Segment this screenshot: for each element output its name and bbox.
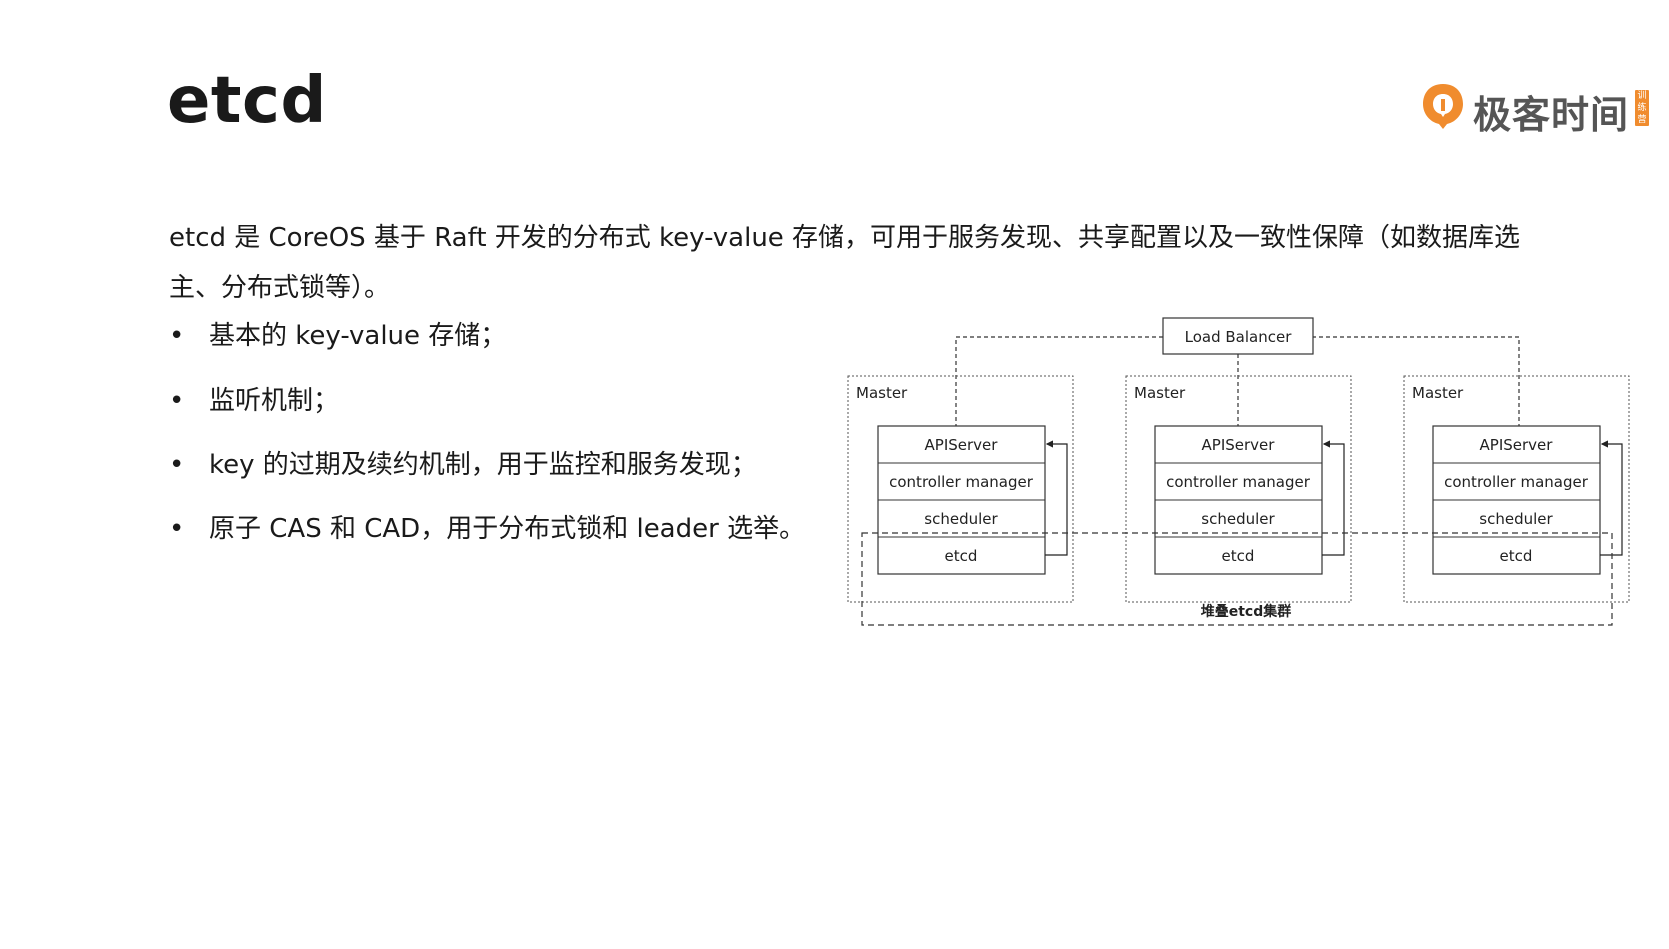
controller-manager-label: controller manager	[1444, 473, 1589, 491]
bullet-text: key 的过期及续约机制，用于监控和服务发现；	[209, 450, 757, 480]
bullet-text: 基本的 key-value 存储；	[209, 321, 507, 351]
master-label: Master	[1134, 384, 1186, 402]
bullet-text: 原子 CAS 和 CAD，用于分布式锁和 leader 选举。	[209, 514, 806, 544]
bullet-dot: •	[169, 386, 185, 416]
logo-mark-icon	[1423, 84, 1463, 129]
lb-link-left	[955, 336, 1163, 426]
controller-manager-label: controller manager	[1166, 473, 1311, 491]
etcd-to-apiserver-arrow	[1322, 440, 1345, 556]
etcd-label: etcd	[945, 547, 978, 565]
etcd-to-apiserver-arrow	[1045, 440, 1068, 556]
bullet-item: • 原子 CAS 和 CAD，用于分布式锁和 leader 选举。	[169, 508, 805, 545]
lb-links	[955, 336, 1520, 426]
scheduler-label: scheduler	[924, 510, 998, 528]
load-balancer-label: Load Balancer	[1185, 328, 1293, 346]
stacked-etcd-diagram: Load Balancer Master APIServer controlle…	[847, 317, 1630, 626]
bullet-text: 监听机制；	[209, 386, 340, 416]
intro-paragraph: etcd 是 CoreOS 基于 Raft 开发的分布式 key-value 存…	[169, 223, 1521, 303]
logo-badge: 训练营	[1635, 90, 1649, 126]
bullet-item: • 监听机制；	[169, 380, 339, 417]
geektime-logo: 极客时间 训练营	[1421, 78, 1651, 137]
stacked-etcd-cluster-label: 堆叠etcd集群	[1201, 603, 1292, 620]
master-label: Master	[1412, 384, 1464, 402]
bullet-dot: •	[169, 321, 185, 351]
apiserver-label: APIServer	[1480, 436, 1554, 454]
etcd-label: etcd	[1222, 547, 1255, 565]
master-node: Master APIServer controller manager sche…	[1125, 375, 1352, 603]
bullet-dot: •	[169, 450, 185, 480]
master-node: Master APIServer controller manager sche…	[847, 375, 1074, 603]
apiserver-label: APIServer	[1202, 436, 1276, 454]
bullet-dot: •	[169, 514, 185, 544]
etcd-label: etcd	[1500, 547, 1533, 565]
lb-link-right	[1312, 336, 1520, 426]
load-balancer-box: Load Balancer	[1162, 317, 1314, 355]
scheduler-label: scheduler	[1201, 510, 1275, 528]
etcd-to-apiserver-arrow	[1600, 440, 1623, 556]
controller-manager-label: controller manager	[889, 473, 1034, 491]
scheduler-label: scheduler	[1479, 510, 1553, 528]
logo-text: 极客时间	[1473, 93, 1630, 137]
stacked-etcd-cluster: 堆叠etcd集群	[861, 532, 1613, 626]
master-label: Master	[856, 384, 908, 402]
bullet-item: • 基本的 key-value 存储；	[169, 315, 506, 352]
bullet-item: • key 的过期及续约机制，用于监控和服务发现；	[169, 444, 757, 481]
slide-title: etcd	[167, 64, 327, 138]
apiserver-label: APIServer	[925, 436, 999, 454]
master-node: Master APIServer controller manager sche…	[1403, 375, 1630, 603]
